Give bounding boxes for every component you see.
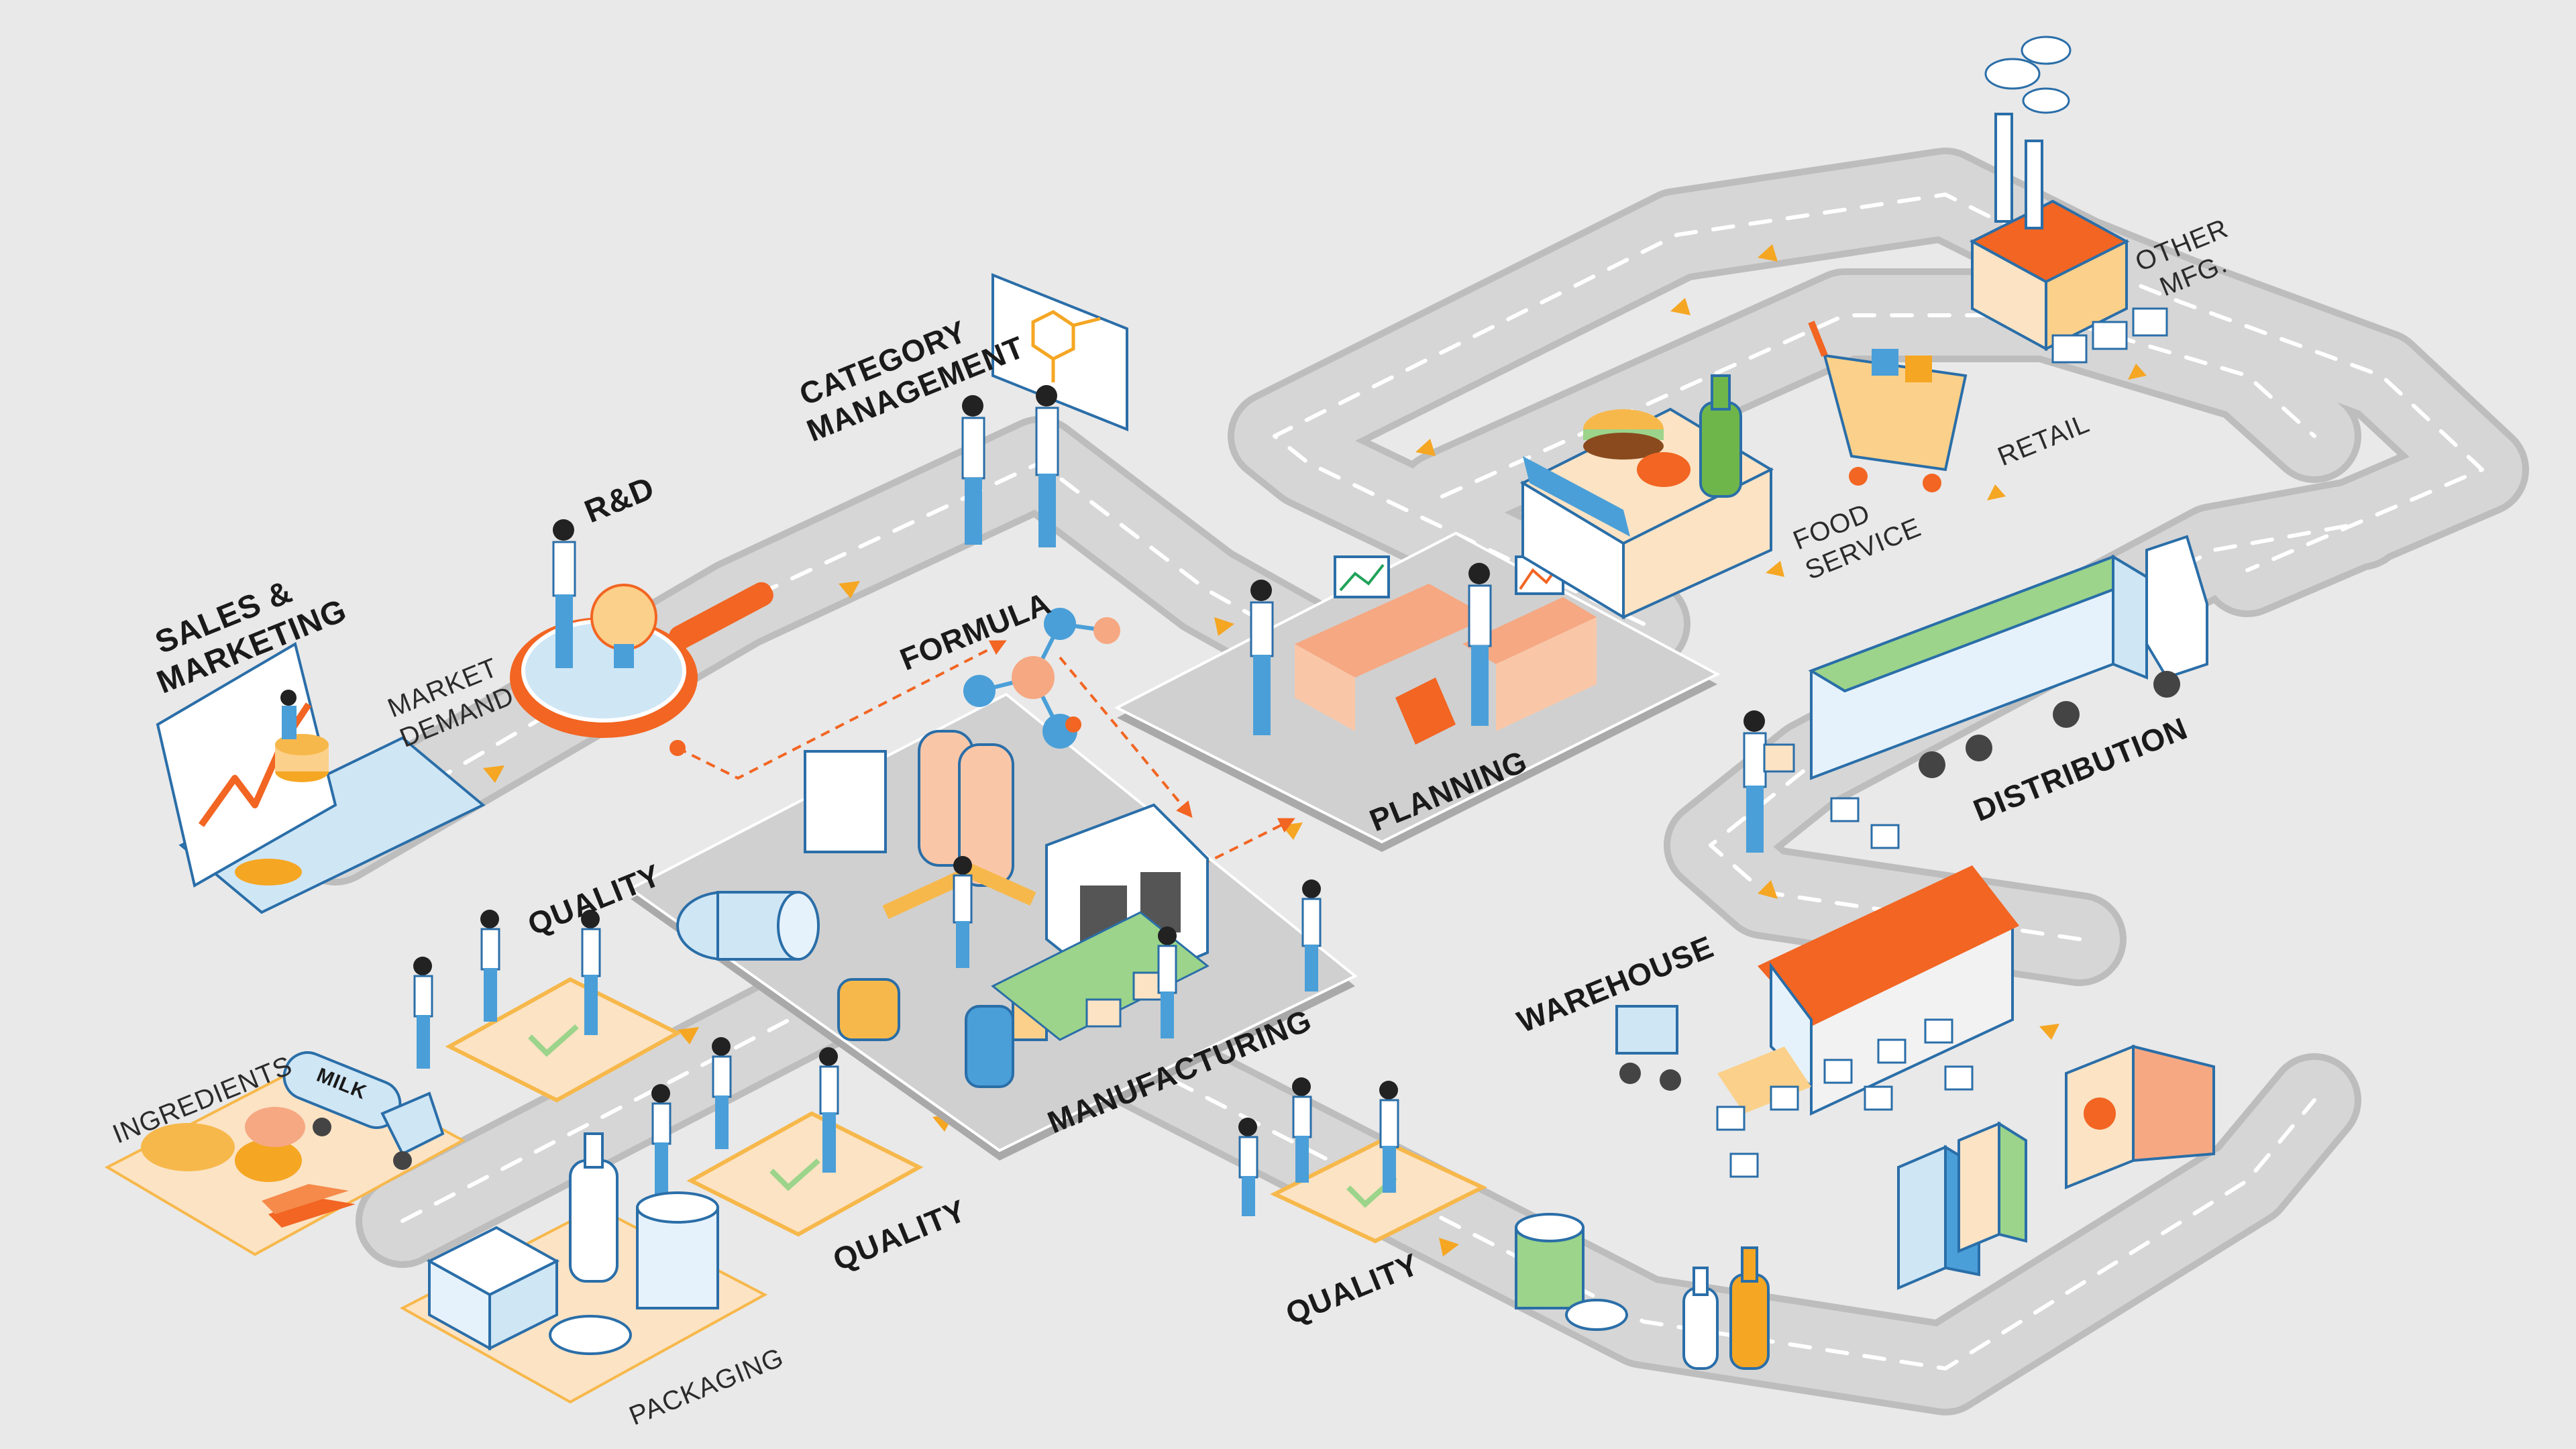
bottle-icon — [1682, 1267, 1719, 1370]
person — [413, 957, 433, 1069]
person — [480, 910, 500, 1022]
person — [651, 1084, 672, 1196]
pumpkin-icon — [245, 1107, 305, 1147]
packaging-tile — [399, 1132, 768, 1404]
ingredients-tile — [104, 1051, 466, 1256]
person — [819, 1047, 839, 1173]
milk-truck — [282, 1051, 445, 1170]
boxes — [2051, 307, 2168, 364]
flow-arrow-icon — [1281, 822, 1303, 840]
label-quality-outbound: QUALITY — [1281, 1246, 1424, 1331]
carrot-icon — [262, 1184, 349, 1214]
quality-checkpoint-ingredients — [413, 910, 682, 1103]
lightbulb-icon — [590, 584, 657, 668]
forklift-icon — [1615, 1005, 1681, 1091]
burger-icon — [1583, 409, 1664, 460]
label-retail: RETAIL — [1994, 409, 2094, 472]
wine-bottle-icon — [1699, 374, 1742, 498]
can-icon — [636, 1191, 719, 1309]
flow-arrow-icon — [1766, 561, 1784, 577]
flow-arrow-icon — [2039, 1024, 2059, 1040]
flow-arrow-icon — [1670, 298, 1690, 315]
label-rnd: R&D — [580, 470, 659, 530]
manufacturing-equipment — [676, 730, 1322, 1088]
label-warehouse: WAREHOUSE — [1512, 929, 1718, 1040]
smoke-icon — [1984, 36, 2072, 114]
sales-marketing-laptop — [156, 641, 486, 914]
quality-checkpoint-outbound — [1238, 1077, 1487, 1244]
person — [1157, 926, 1177, 1038]
bottle-icon — [1729, 1246, 1770, 1370]
retail-cart — [1808, 321, 1968, 492]
flow-arrow-icon — [1758, 880, 1778, 899]
person — [1379, 1081, 1399, 1193]
rnd-magnifier — [510, 519, 773, 738]
flow-arrow-icon — [1415, 439, 1436, 456]
other-mfg-factory — [1969, 36, 2168, 364]
flow-arrow-icon — [678, 1027, 699, 1044]
planning-office — [1250, 555, 1597, 745]
flow-arrow-icon — [1439, 1238, 1459, 1256]
cereal-box-icon — [2065, 1044, 2215, 1189]
person — [552, 519, 576, 668]
flow-arrow-icon — [839, 581, 860, 598]
carrot-icon — [268, 1197, 356, 1228]
flow-arrow-icon — [1758, 244, 1778, 262]
bottle-icon — [569, 1132, 619, 1283]
person — [1238, 1118, 1258, 1216]
distribution-truck — [1743, 535, 2208, 853]
person — [961, 395, 985, 545]
person — [1301, 879, 1322, 991]
formula-molecule — [963, 608, 1120, 749]
formula-dotted-connectors — [677, 640, 1295, 867]
person — [1035, 385, 1059, 547]
category-management-board — [961, 273, 1128, 547]
person — [1743, 710, 1795, 853]
potato-icon — [235, 1139, 302, 1182]
flow-arrows — [483, 244, 2147, 1256]
warehouse-building — [1615, 865, 2019, 1178]
outbound-products — [1515, 1044, 2215, 1370]
flow-arrow-icon — [1214, 617, 1234, 636]
corn-icon — [141, 1123, 235, 1171]
boxes — [1716, 1018, 1974, 1178]
quality-checkpoint-packaging — [651, 1037, 924, 1237]
flow-arrow-icon — [483, 765, 504, 783]
person — [1250, 580, 1274, 735]
flow-arrow-icon — [2128, 364, 2147, 380]
juice-carton-icon — [1957, 1121, 2027, 1253]
food-service-shop — [1519, 374, 1774, 620]
molecule-chart-icon — [1031, 310, 1101, 382]
flow-arrow-icon — [1987, 484, 2006, 500]
person — [1468, 563, 1492, 726]
chicken-leg-icon — [1637, 452, 1690, 487]
can-lid-icon — [549, 1315, 632, 1355]
can-icon — [1515, 1213, 1628, 1331]
label-distribution: DISTRIBUTION — [1968, 710, 2192, 828]
label-food-service: FOOD SERVICE — [1789, 482, 1925, 585]
person — [712, 1037, 732, 1149]
person — [581, 910, 601, 1035]
awning — [1523, 456, 1630, 537]
person — [953, 856, 973, 968]
person — [1292, 1077, 1312, 1183]
monitor-chart-icon — [1334, 555, 1390, 598]
box-icon — [426, 1226, 560, 1351]
